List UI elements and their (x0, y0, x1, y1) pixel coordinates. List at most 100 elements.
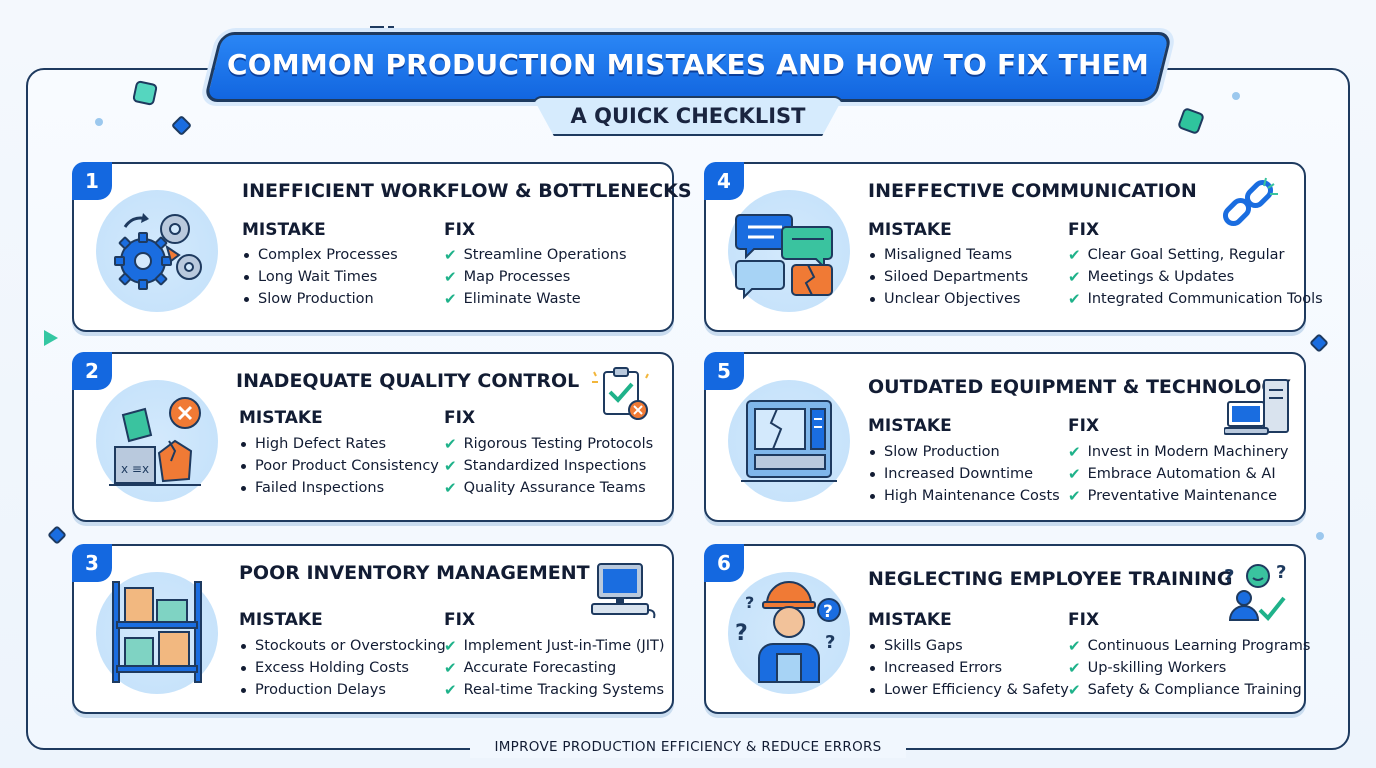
broken-boxes-icon: x ≡x (96, 380, 218, 502)
list-item: ✔Invest in Modern Machinery (1068, 443, 1289, 461)
fix-heading: FIX (444, 408, 476, 428)
fix-list: ✔Rigorous Testing Protocols ✔Standardize… (444, 433, 653, 499)
page-subtitle: A QUICK CHECKLIST (570, 104, 806, 128)
list-item: Increased Downtime (868, 463, 1060, 485)
check-icon: ✔ (444, 435, 457, 453)
list-item: ✔Streamline Operations (444, 246, 627, 264)
list-item: ✔Quality Assurance Teams (444, 479, 646, 497)
list-item: ✔Accurate Forecasting (444, 659, 617, 677)
list-item: Failed Inspections (239, 477, 439, 499)
list-item: ✔Up-skilling Workers (1068, 659, 1227, 677)
list-item: Skills Gaps (868, 635, 1069, 657)
check-icon: ✔ (444, 268, 457, 286)
check-icon: ✔ (444, 457, 457, 475)
card-number: 5 (704, 352, 744, 390)
card-number: 1 (72, 162, 112, 200)
check-icon: ✔ (1068, 290, 1081, 308)
check-icon: ✔ (1068, 268, 1081, 286)
deco-dot (1232, 92, 1240, 100)
card-title: POOR INVENTORY MANAGEMENT (239, 562, 590, 584)
card-workflow: 1 INEFFICIENT WORKFLOW & BOTTLENECK (72, 162, 692, 332)
check-icon: ✔ (1068, 681, 1081, 699)
list-item: ✔Implement Just-in-Time (JIT) (444, 637, 665, 655)
list-item: ✔Map Processes (444, 268, 571, 286)
fix-heading: FIX (1068, 220, 1100, 240)
deco-dash (370, 26, 384, 28)
svg-text:?: ? (1276, 562, 1286, 583)
svg-text:?: ? (825, 632, 835, 653)
inventory-shelf-icon (96, 572, 218, 694)
check-icon: ✔ (1068, 246, 1081, 264)
check-icon: ✔ (1068, 637, 1081, 655)
mistake-list: Stockouts or Overstocking Excess Holding… (239, 635, 446, 701)
mistake-heading: MISTAKE (868, 610, 952, 630)
list-item: ✔Embrace Automation & AI (1068, 465, 1276, 483)
list-item: ✔Preventative Maintenance (1068, 487, 1278, 505)
mistake-heading: MISTAKE (868, 416, 952, 436)
list-item: ✔Continuous Learning Programs (1068, 637, 1311, 655)
footer-background (470, 736, 906, 758)
broken-link-icon (1222, 177, 1278, 227)
mistake-heading: MISTAKE (868, 220, 952, 240)
list-item: Slow Production (242, 288, 398, 310)
fix-list: ✔Continuous Learning Programs ✔Up-skilli… (1068, 635, 1310, 701)
fix-heading: FIX (1068, 610, 1100, 630)
list-item: Unclear Objectives (868, 288, 1028, 310)
check-icon: ✔ (1068, 487, 1081, 505)
list-item: ✔Real-time Tracking Systems (444, 681, 665, 699)
check-icon: ✔ (444, 659, 457, 677)
list-item: ✔Eliminate Waste (444, 290, 581, 308)
list-item: ✔Standardized Inspections (444, 457, 647, 475)
card-quality: 2 x ≡x INADEQUATE QUALITY CONTROL MISTAK… (72, 352, 674, 522)
mistake-heading: MISTAKE (239, 408, 323, 428)
deco-dot (95, 118, 103, 126)
fix-heading: FIX (444, 610, 476, 630)
list-item: ✔Rigorous Testing Protocols (444, 435, 654, 453)
card-title: INEFFICIENT WORKFLOW & BOTTLENECKS (242, 180, 692, 202)
broken-machine-icon (728, 380, 850, 502)
list-item: Stockouts or Overstocking (239, 635, 446, 657)
list-item: Production Delays (239, 679, 446, 701)
fix-heading: FIX (1068, 416, 1100, 436)
mistake-list: High Defect Rates Poor Product Consisten… (239, 433, 439, 499)
svg-text:?: ? (735, 621, 748, 646)
card-number: 4 (704, 162, 744, 200)
confused-worker-icon: ? ? ? ? (728, 572, 850, 694)
fix-heading: FIX (444, 220, 476, 240)
computer-icon (591, 563, 656, 619)
footer-text: IMPROVE PRODUCTION EFFICIENCY & REDUCE E… (494, 739, 882, 755)
card-inventory: 3 POOR INVENTORY MANAGEMENT MISTAKE FIX … (72, 544, 674, 714)
svg-text:?: ? (1224, 566, 1234, 587)
page-title: COMMON PRODUCTION MISTAKES AND HOW TO FI… (227, 48, 1149, 81)
mistake-list: Misaligned Teams Siloed Departments Uncl… (868, 244, 1028, 310)
mistake-list: Slow Production Increased Downtime High … (868, 441, 1060, 507)
fix-list: ✔Clear Goal Setting, Regular ✔Meetings &… (1068, 244, 1323, 310)
chat-bubbles-icon (728, 190, 850, 312)
gears-icon (96, 190, 218, 312)
deco-dot (1316, 532, 1324, 540)
mistake-list: Skills Gaps Increased Errors Lower Effic… (868, 635, 1069, 701)
card-title: INADEQUATE QUALITY CONTROL (236, 370, 580, 392)
clipboard-check-icon (592, 367, 649, 420)
card-number: 6 (704, 544, 744, 582)
check-icon: ✔ (1068, 465, 1081, 483)
check-icon: ✔ (1068, 659, 1081, 677)
list-item: Excess Holding Costs (239, 657, 446, 679)
card-equipment: 5 OUTDATED EQUIPMENT & TECHNOLOGY MISTAK… (704, 352, 1306, 522)
list-item: Lower Efficiency & Safety (868, 679, 1069, 701)
card-title: OUTDATED EQUIPMENT & TECHNOLOGY (868, 376, 1291, 398)
list-item: ✔Integrated Communication Tools (1068, 290, 1323, 308)
list-item: Poor Product Consistency (239, 455, 439, 477)
mistake-list: Complex Processes Long Wait Times Slow P… (242, 244, 398, 310)
mistake-heading: MISTAKE (242, 220, 326, 240)
fix-list: ✔Streamline Operations ✔Map Processes ✔E… (444, 244, 627, 310)
list-item: Misaligned Teams (868, 244, 1028, 266)
list-item: ✔Safety & Compliance Training (1068, 681, 1302, 699)
svg-text:?: ? (823, 602, 833, 622)
fix-list: ✔Invest in Modern Machinery ✔Embrace Aut… (1068, 441, 1288, 507)
deco-square (131, 79, 159, 107)
check-icon: ✔ (444, 479, 457, 497)
mistake-heading: MISTAKE (239, 610, 323, 630)
check-icon: ✔ (444, 681, 457, 699)
check-icon: ✔ (444, 290, 457, 308)
